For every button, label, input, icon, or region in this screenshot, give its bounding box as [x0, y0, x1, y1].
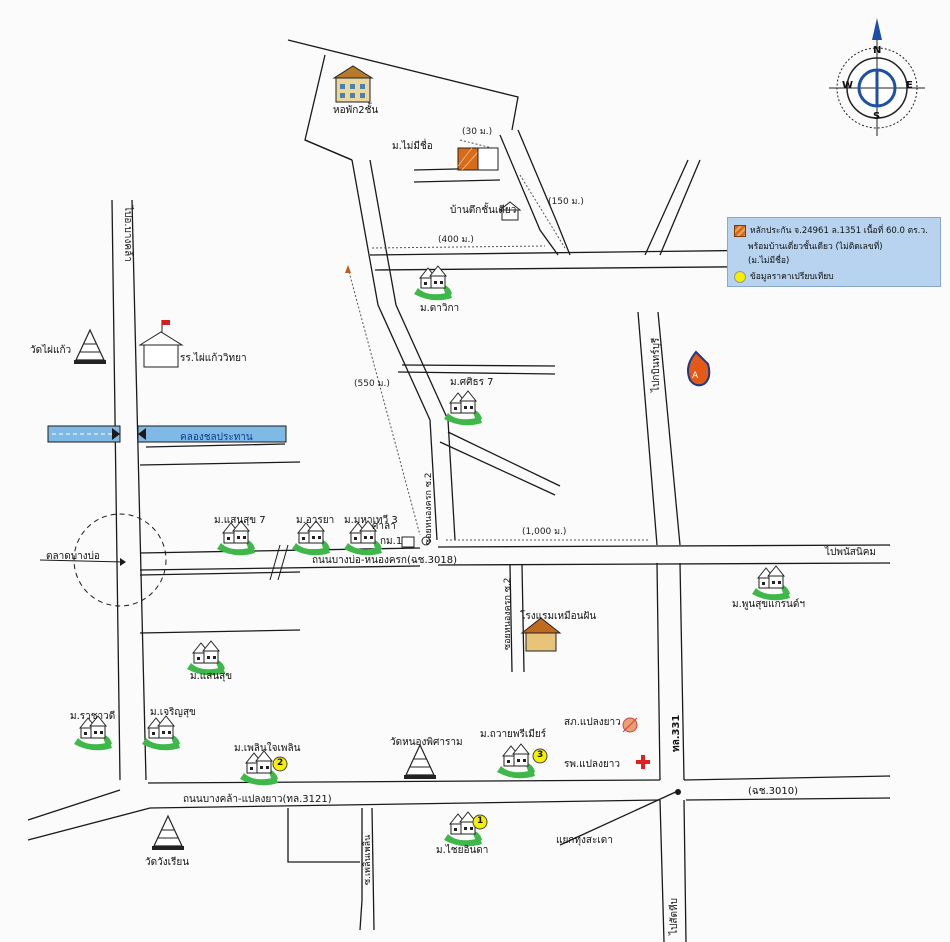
label-sala: ศาลา [372, 521, 396, 532]
road-chch3010: (ฉช.3010) [748, 786, 799, 797]
label-police: สภ.แปลงยาว [564, 717, 621, 728]
soi-2-upper: ซอยหนองครก ซ.2 [424, 472, 434, 545]
compass-e: E [906, 80, 913, 91]
label-wat-phai-kaeo: วัดไผ่แก้ว [30, 345, 72, 356]
legend-lot-line2: พร้อมบ้านเดี่ยวชั้นเดียว (ไม่ติดเลขที่) [748, 242, 883, 252]
label-m-mahadewi3: ม.มหาเทวี 3 [344, 515, 398, 526]
road-bangkla-plaengyao: ถนนบางคล้า-แปลงยาว(ทล.3121) [183, 794, 332, 805]
dist-30: (30 ม.) [462, 127, 493, 137]
label-unnamed-village: ม.ไม่มีชื่อ [392, 141, 433, 152]
compass-w: W [842, 80, 854, 91]
soi-pleng: ซ.เพลินเพลิน [363, 834, 373, 885]
legend-lot-line3: (ม.ไม่มีชื่อ) [748, 256, 790, 266]
lot-swatch-icon [734, 224, 746, 237]
dist-150: (150 ม.) [548, 197, 584, 207]
legend-compare-row: ข้อมูลราคาเปรียบเทียบ [734, 269, 834, 283]
label-m-chaiyarat: ม.ไชยอินดา [436, 845, 489, 856]
label-m-thawai: ม.ถวายพรีเมียร์ [480, 729, 547, 740]
road-to-bangkla: ไปอ.บางคล้า [122, 206, 133, 262]
label-m-charoensuk: ม.เจริญสุข [150, 707, 196, 718]
label-single-house: บ้านตึกชั้นเดียว [450, 205, 517, 216]
dist-550: (550 ม.) [354, 379, 390, 389]
legend-compare: ข้อมูลราคาเปรียบเทียบ [750, 272, 834, 282]
label-wat-rian: วัดวังเรียน [145, 857, 190, 868]
label-hospital: รพ.แปลงยาว [564, 759, 621, 770]
label-m-dawika: ม.ดาวิกา [420, 303, 460, 314]
canal-label: คลองชลประทาน [180, 432, 253, 443]
svg-text:A: A [692, 371, 699, 381]
label-m-sansuk: ม.แสนสุข [190, 671, 233, 682]
label-m-phloen: ม.เพลินใจเพลิน [234, 743, 301, 754]
compass-s: S [873, 111, 881, 122]
road-bangbo-nongkhrok: ถนนบางบ่อ-หนองครก(ฉช.3018) [312, 555, 457, 566]
label-hotel: โรงแรมเหมือนฝัน [520, 611, 597, 622]
road-tl331: ทล.331 [671, 714, 682, 752]
label-km1: กม.1 [380, 536, 403, 547]
label-school: รร.ไผ่แก้ววิทยา [180, 353, 247, 364]
marker-3: 3 [537, 750, 544, 760]
legend-lot-row: หลักประกัน จ.24961 ล.1351 เนื้อที่ 60.0 … [734, 223, 928, 237]
dist-1000: (1,000 ม.) [522, 527, 567, 537]
road-to-sattahip: ไปสัตหีบ [669, 898, 680, 935]
marker-2: 2 [277, 758, 284, 768]
legend-lot-line1: หลักประกัน จ.24961 ล.1351 เนื้อที่ 60.0 … [750, 226, 928, 236]
label-dorm: หอพัก2ชั้น [333, 105, 379, 116]
label-m-arya: ม.อารยา [296, 515, 335, 526]
label-market: ตลาดบางบ่อ [46, 551, 100, 562]
label-junction: แยกทุ่งสะเดา [556, 835, 613, 846]
label-m-sansuk7: ม.แสนสุข 7 [214, 515, 266, 526]
compass-n: N [873, 45, 882, 56]
dist-400: (400 ม.) [438, 235, 474, 245]
compass-rose-icon [829, 18, 925, 136]
soi-2-lower: ซอยหนองครก ซ.2 [503, 577, 513, 650]
marker-1: 1 [477, 816, 484, 826]
road-to-phanat: ไปพนัสนิคม [825, 547, 877, 558]
map-legend: หลักประกัน จ.24961 ล.1351 เนื้อที่ 60.0 … [727, 217, 941, 287]
label-m-phukhaw: ม.พูนสุขแกรนด์ฯ [732, 599, 805, 610]
label-m-sirin7: ม.ศศิธร 7 [450, 377, 494, 388]
compare-swatch-icon [734, 270, 746, 283]
label-m-rachawadee: ม.ราชาวดี [70, 711, 116, 722]
label-wat-nong: วัดหนองพิศาราม [390, 737, 463, 748]
road-to-kabinburi: ไปกบินทร์บุรี [651, 337, 662, 392]
